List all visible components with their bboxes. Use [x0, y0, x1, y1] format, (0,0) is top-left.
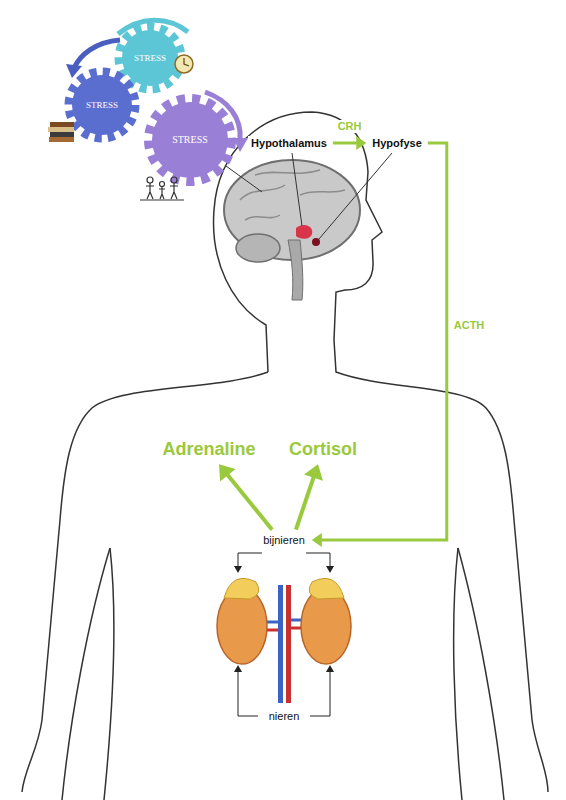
person-head	[147, 177, 153, 183]
node-text: bijnieren	[263, 534, 305, 547]
adrenal-gland	[224, 578, 259, 599]
book	[49, 137, 74, 142]
gear-teeth	[119, 27, 181, 89]
book	[50, 122, 74, 127]
arrowhead	[66, 64, 82, 78]
person-head	[171, 177, 177, 183]
gear-label: STRESS	[170, 134, 210, 146]
torso-outline	[104, 548, 114, 800]
leader-line	[292, 153, 302, 226]
pituitary-shape	[312, 238, 320, 246]
hormone-arrow	[296, 464, 323, 529]
person-body	[146, 183, 154, 199]
brain	[224, 153, 392, 300]
kidneys	[217, 578, 351, 703]
gland-label: Hypofyse	[369, 136, 425, 151]
bracket	[310, 672, 330, 716]
arrowhead	[233, 138, 248, 152]
gear-teeth	[149, 99, 231, 181]
book	[48, 127, 74, 132]
arrowhead	[234, 566, 242, 573]
shoulder-outline	[22, 372, 268, 792]
gear-teeth	[69, 72, 135, 138]
family-icon	[140, 177, 184, 200]
clock-icon	[175, 55, 193, 73]
bracket	[306, 553, 330, 566]
connector-line	[226, 473, 272, 530]
brain-stem	[288, 240, 303, 300]
arrowhead	[234, 665, 242, 672]
connector-line	[333, 141, 358, 144]
person-body	[159, 187, 165, 199]
edge-label: CRH	[336, 120, 364, 133]
kidney	[217, 588, 267, 664]
node-text: Hypofyse	[372, 137, 422, 150]
cycle-arrow	[118, 20, 188, 34]
vein	[278, 585, 283, 703]
connector-line	[296, 475, 315, 530]
arm-outline	[62, 548, 110, 800]
hormone-label: Cortisol	[286, 438, 360, 461]
adrenal-gland	[309, 578, 344, 599]
node-text: Cortisol	[289, 439, 357, 460]
artery	[286, 585, 291, 703]
person-head	[160, 182, 165, 187]
bracket-heads	[234, 566, 334, 672]
person-body	[170, 183, 178, 199]
connector-line	[320, 143, 447, 540]
arrowhead	[304, 464, 323, 480]
node-text: Adrenaline	[162, 439, 255, 460]
hormone-arrow	[312, 143, 447, 547]
brain-region-label: Hypothalamus	[248, 136, 330, 151]
arrowhead	[326, 566, 334, 573]
hormone-arrow	[333, 136, 366, 150]
cerebellum	[236, 234, 280, 262]
arm-outline	[458, 548, 504, 800]
edge-label: ACTH	[452, 319, 487, 332]
clock-hands	[184, 58, 189, 66]
body-outline	[22, 112, 548, 800]
arrowhead	[219, 464, 236, 481]
books-icon	[48, 122, 74, 142]
cycle-arrow	[205, 92, 240, 140]
hormone-label: Adrenaline	[159, 438, 258, 461]
head-outline	[214, 112, 548, 792]
organ-label: bijnieren	[260, 533, 308, 548]
arrowhead	[356, 136, 366, 150]
hypothalamus-shape	[296, 225, 312, 239]
bracket	[238, 553, 262, 566]
hormone-arrow	[219, 464, 272, 529]
bracket	[238, 672, 258, 716]
node-text: Hypothalamus	[251, 137, 327, 150]
arrowhead	[326, 665, 334, 672]
gear	[72, 75, 132, 135]
ground-line	[140, 199, 184, 200]
leader-line	[226, 166, 262, 192]
torso-outline	[454, 548, 462, 800]
brackets	[238, 553, 330, 716]
gear	[152, 102, 228, 178]
book	[50, 132, 74, 137]
gear-label: STRESS	[84, 100, 120, 110]
organ-label: nieren	[267, 710, 302, 723]
leader-line	[319, 153, 392, 239]
stress-gears	[48, 20, 248, 200]
gear-label: STRESS	[132, 53, 168, 63]
cycle-arrow	[74, 40, 120, 68]
kidney	[301, 588, 351, 664]
arrowhead	[312, 533, 322, 547]
brain-folds	[240, 170, 345, 220]
gear	[122, 30, 178, 86]
